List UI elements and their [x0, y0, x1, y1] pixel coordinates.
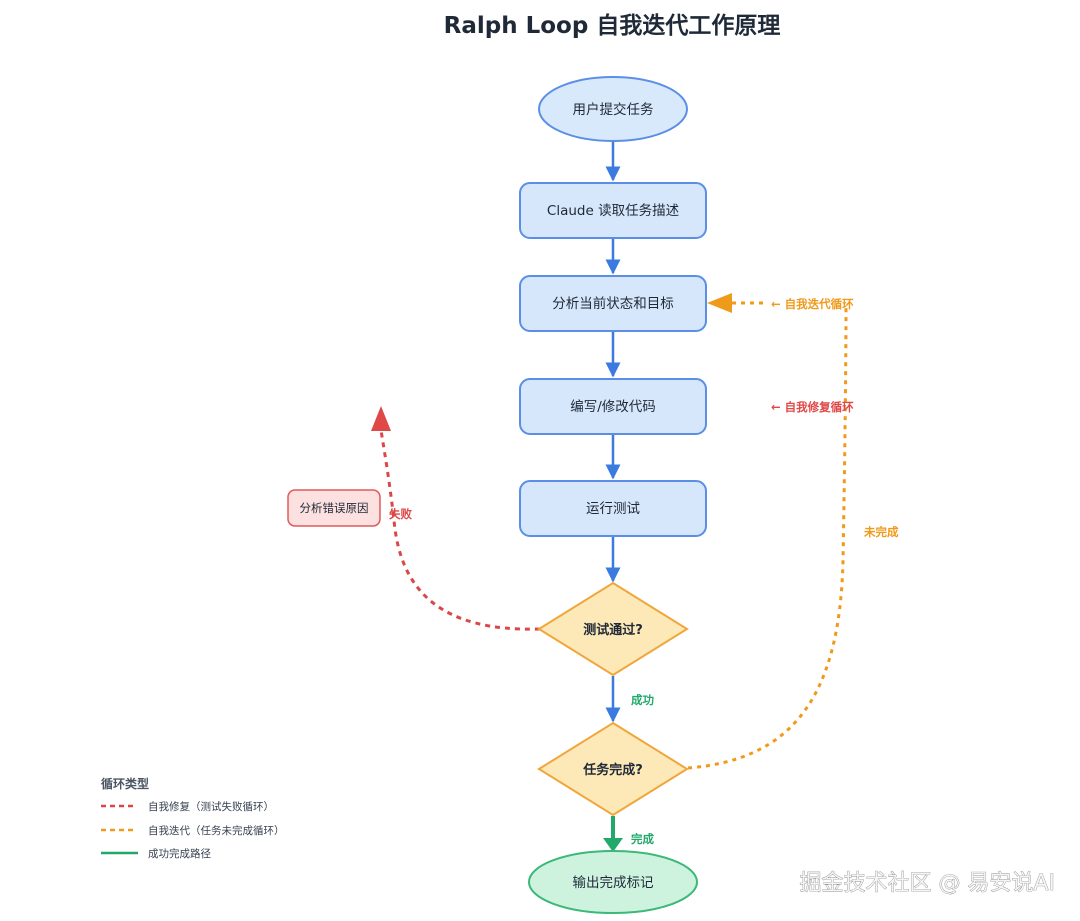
- legend: 循环类型 自我修复（测试失败循环） 自我迭代（任务未完成循环） 成功完成路径: [101, 776, 285, 860]
- edge-label-failure: 失败: [389, 507, 412, 521]
- node-run-tests: 运行测试: [519, 480, 707, 537]
- node-task-done-label: 任务完成?: [582, 762, 643, 778]
- self-repair-loop-path: [379, 429, 541, 631]
- node-analyze-error-label: 分析错误原因: [300, 501, 369, 515]
- watermark: 掘金技术社区 @ 易安说AI: [799, 871, 1055, 896]
- node-run-tests-label: 运行测试: [586, 501, 640, 517]
- node-write-code: 编写/修改代码: [519, 378, 707, 435]
- self-iteration-loop-path: [687, 302, 848, 770]
- node-analyze-state-label: 分析当前状态和目标: [552, 295, 674, 312]
- legend-label-self-repair: 自我修复（测试失败循环）: [148, 800, 274, 813]
- node-read-task-label: Claude 读取任务描述: [547, 203, 679, 219]
- node-start: 用户提交任务: [538, 76, 688, 142]
- node-task-done-decision: 任务完成?: [537, 721, 689, 817]
- node-read-task: Claude 读取任务描述: [519, 182, 707, 239]
- complete-arrowhead: [603, 838, 623, 852]
- node-analyze-state: 分析当前状态和目标: [519, 275, 707, 332]
- diagram-title: Ralph Loop 自我迭代工作原理: [444, 12, 781, 39]
- node-output-marker: 输出完成标记: [528, 850, 698, 914]
- edge-label-success: 成功: [631, 693, 654, 707]
- node-write-code-label: 编写/修改代码: [570, 399, 656, 415]
- edge-label-complete: 完成: [631, 832, 654, 846]
- edge-label-self-repair-loop: ← 自我修复循环: [771, 400, 854, 414]
- edge-label-incomplete: 未完成: [863, 525, 899, 539]
- self-iteration-arrowhead: [707, 293, 732, 313]
- node-start-label: 用户提交任务: [573, 101, 654, 118]
- legend-title: 循环类型: [101, 776, 149, 791]
- edge-label-self-iteration-loop: ← 自我迭代循环: [771, 297, 854, 311]
- legend-label-success-path: 成功完成路径: [148, 847, 211, 860]
- node-output-marker-label: 输出完成标记: [573, 875, 654, 891]
- legend-label-self-iteration: 自我迭代（任务未完成循环）: [148, 824, 285, 837]
- node-tests-passed-decision: 测试通过?: [537, 581, 689, 677]
- node-tests-passed-label: 测试通过?: [583, 622, 643, 638]
- self-repair-arrowhead: [371, 406, 391, 431]
- node-analyze-error: 分析错误原因: [287, 489, 381, 527]
